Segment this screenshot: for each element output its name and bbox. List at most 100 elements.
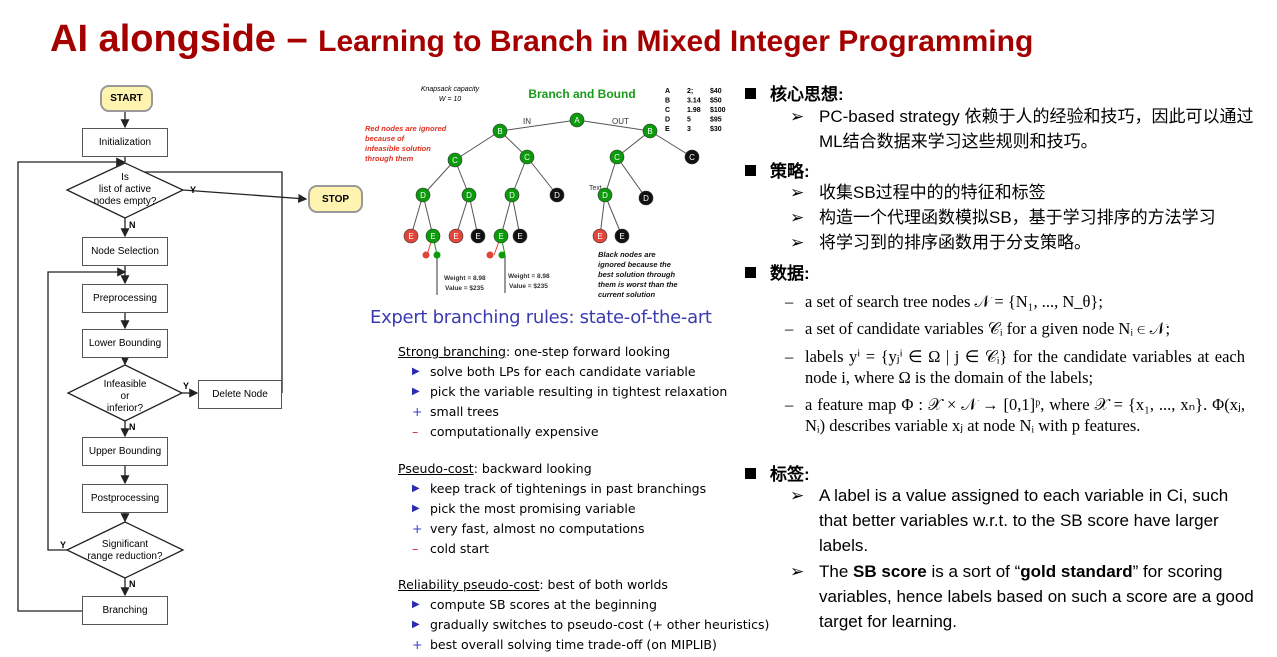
- triangle-bullet-icon: ▶: [412, 619, 420, 630]
- section-title: 策略:: [770, 162, 810, 181]
- square-bullet-icon: [745, 267, 756, 278]
- minus-icon: –: [412, 541, 419, 556]
- item-table-cell: $30: [710, 126, 722, 133]
- svg-text:C: C: [452, 156, 458, 165]
- tree-edge: [499, 119, 578, 132]
- no-label: N: [129, 220, 136, 230]
- tree-node-d: D: [638, 190, 654, 206]
- svg-text:E: E: [430, 232, 435, 241]
- title-main: AI alongside –: [50, 18, 319, 60]
- d2-line: or: [120, 391, 130, 402]
- square-bullet-icon: [745, 468, 756, 479]
- item-table-cell: 3: [687, 126, 691, 133]
- svg-text:D: D: [509, 191, 515, 200]
- rule-text: computationally expensive: [430, 424, 599, 439]
- arrow-bullet-icon: ➢: [790, 208, 805, 227]
- no-label: N: [129, 579, 136, 589]
- triangle-bullet-icon: ▶: [412, 386, 420, 397]
- label-item: ➢A label is a value assigned to each var…: [790, 483, 1255, 558]
- delete-node-box: Delete Node: [198, 380, 282, 409]
- rule-item: +small trees: [398, 402, 727, 422]
- rule-item: –cold start: [398, 539, 706, 559]
- arrow-bullet-icon: ➢: [790, 107, 805, 126]
- value-label: Value = $235: [509, 283, 548, 290]
- yes-label: Y: [190, 185, 197, 195]
- bb-title: Branch and Bound: [528, 87, 635, 101]
- value-label: Value = $235: [445, 285, 484, 292]
- rule-group-heading: Strong branching: one-step forward looki…: [398, 344, 671, 359]
- d1-line: list of active: [98, 184, 152, 195]
- tree-node-b: B: [492, 123, 508, 139]
- yes-label: Y: [60, 540, 67, 550]
- svg-text:C: C: [614, 153, 620, 162]
- black-note: Black nodes are: [598, 250, 656, 259]
- node-selection-box: Node Selection: [82, 237, 168, 266]
- arrow-bullet-icon: ➢: [790, 233, 805, 252]
- item-table-cell: $50: [710, 98, 722, 105]
- item-text: a set of candidate variables 𝒞ᵢ for a gi…: [805, 319, 1171, 338]
- black-note: current solution: [598, 290, 656, 299]
- capacity-value: W = 10: [439, 96, 461, 103]
- in-label: IN: [523, 117, 531, 126]
- black-note: best solution through: [598, 270, 675, 279]
- rule-group: Pseudo-cost: backward looking▶keep track…: [398, 459, 706, 559]
- leaf-dot: [433, 251, 441, 259]
- section-core-idea: 核心思想:: [745, 80, 844, 105]
- item-text: a set of search tree nodes 𝒩 = {N₁, ...,…: [805, 292, 1103, 311]
- weight-label: Weight = 8.98: [508, 273, 550, 280]
- out-label: OUT: [612, 117, 629, 126]
- svg-text:D: D: [466, 191, 472, 200]
- section-title: 标签:: [770, 465, 810, 484]
- item-text: 将学习到的排序函数用于分支策略。: [819, 233, 1091, 252]
- svg-text:E: E: [498, 232, 503, 241]
- tree-node-c: C: [447, 152, 463, 168]
- rule-item: –computationally expensive: [398, 422, 727, 442]
- title-sub: Learning to Branch in Mixed Integer Prog…: [318, 25, 1034, 58]
- text-label: Text: [589, 185, 602, 192]
- capacity-label: Knapsack capacity: [421, 86, 480, 93]
- plus-icon: +: [412, 521, 423, 536]
- rule-item: ▶compute SB scores at the beginning: [398, 595, 769, 615]
- svg-text:D: D: [602, 191, 608, 200]
- data-item: –a set of search tree nodes 𝒩 = {N₁, ...…: [785, 291, 1245, 312]
- lower-bounding-box: Lower Bounding: [82, 329, 168, 358]
- item-text: a feature map Φ : 𝒳 × 𝒩 → [0,1]ᵖ, where …: [805, 395, 1245, 435]
- svg-text:B: B: [647, 127, 652, 136]
- section-labels: 标签:: [745, 460, 810, 485]
- tree-node-d: D: [504, 187, 520, 203]
- svg-text:B: B: [497, 127, 502, 136]
- svg-text:E: E: [517, 232, 522, 241]
- tree-node-d: D: [597, 187, 613, 203]
- rule-text: small trees: [430, 404, 499, 419]
- strategy-item: ➢构造一个代理函数模拟SB，基于学习排序的方法学习: [790, 205, 1270, 230]
- d1-line: nodes empty?: [93, 196, 157, 207]
- rule-group: Strong branching: one-step forward looki…: [398, 342, 727, 442]
- item-text: labels yⁱ = {yⱼⁱ ∈ Ω | j ∈ 𝒞ᵢ} for the c…: [805, 347, 1245, 387]
- svg-text:E: E: [408, 232, 413, 241]
- no-label: N: [129, 422, 136, 432]
- initialization-box: Initialization: [82, 128, 168, 157]
- tree-node-c: C: [684, 149, 700, 165]
- rule-text: best overall solving time trade-off (on …: [430, 637, 717, 652]
- tree-node-c: C: [609, 149, 625, 165]
- data-item: –labels yⁱ = {yⱼⁱ ∈ Ω | j ∈ 𝒞ᵢ} for the …: [785, 347, 1245, 387]
- d2-line: inferior?: [106, 403, 144, 414]
- item-text: The SB score is a sort of “gold standard…: [819, 562, 1254, 631]
- preprocessing-box: Preprocessing: [82, 284, 168, 313]
- yes-label: Y: [183, 381, 190, 391]
- item-table-cell: C: [665, 107, 670, 114]
- tree-edge: [422, 159, 456, 196]
- label-item: ➢The SB score is a sort of “gold standar…: [790, 559, 1255, 634]
- section-strategy: 策略:: [745, 157, 810, 182]
- item-table-cell: $95: [710, 117, 722, 124]
- tree-node-b: B: [642, 123, 658, 139]
- arrow-bullet-icon: ➢: [790, 486, 805, 505]
- tree-node-e: E: [403, 228, 419, 244]
- svg-text:D: D: [420, 191, 426, 200]
- rule-item: ▶solve both LPs for each candidate varia…: [398, 362, 727, 382]
- tree-edge: [454, 130, 501, 161]
- tree-node-c: C: [519, 149, 535, 165]
- item-text: 收集SB过程中的的特征和标签: [819, 183, 1046, 202]
